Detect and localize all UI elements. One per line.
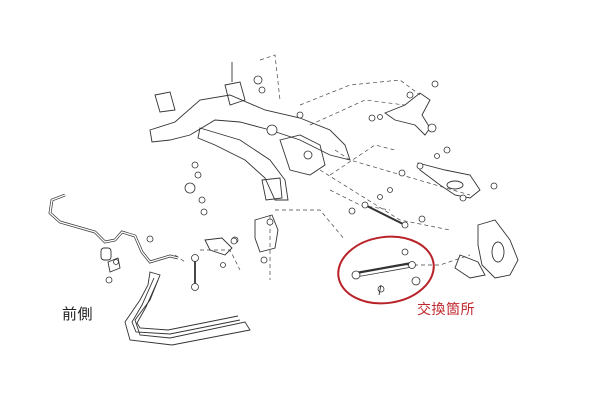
stabilizer-link <box>191 237 238 291</box>
front-side-label: 前側 <box>62 305 94 323</box>
replacement-highlight-circle <box>337 235 435 305</box>
exhaust-pipe <box>124 271 251 346</box>
toe-control-link <box>348 187 426 229</box>
replacement-location-label: 交換箇所 <box>417 302 475 318</box>
stabilizer-bar <box>48 193 179 264</box>
stabilizer-bushing <box>100 247 121 284</box>
subframe-mount <box>231 214 279 264</box>
lower-arm <box>398 146 498 202</box>
assembly-guide-lines <box>174 54 471 280</box>
upper-arm <box>368 80 439 136</box>
lateral-link-highlighted <box>351 248 421 296</box>
knuckle <box>454 219 519 279</box>
rear-subframe <box>149 62 351 216</box>
